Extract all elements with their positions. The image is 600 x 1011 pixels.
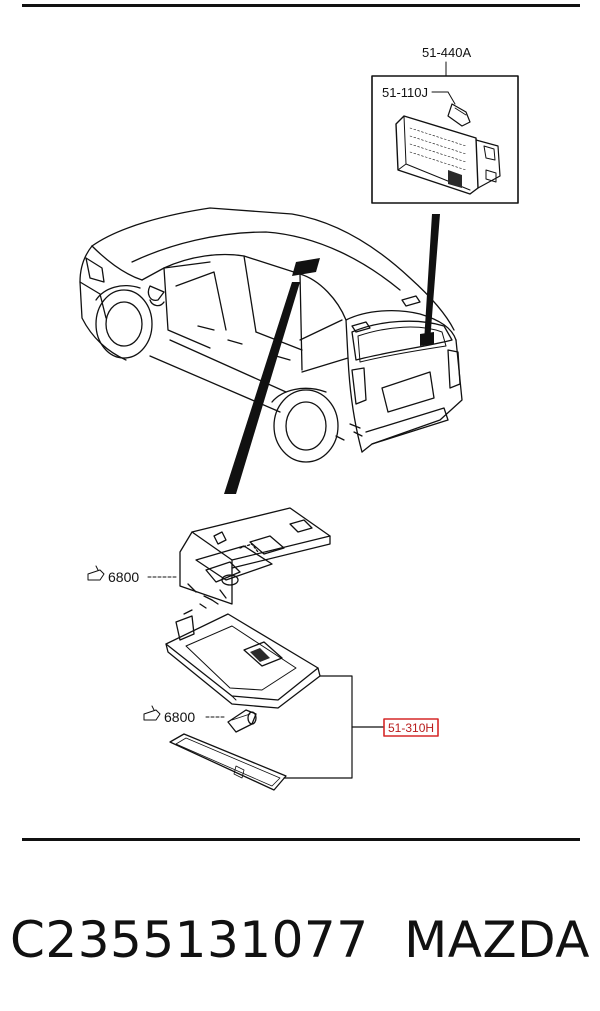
rear-leader-wedge xyxy=(424,214,440,342)
screw-ref-lower-label: 6800 xyxy=(164,709,195,725)
assembly-part-label: 51-310H xyxy=(388,721,434,735)
screw-ref-upper-label: 6800 xyxy=(108,569,139,585)
front-lamp-location-marker xyxy=(292,258,320,276)
map-lamp-lens xyxy=(169,733,287,791)
rear-lamp-location-marker xyxy=(420,332,434,346)
map-lamp-housing xyxy=(165,609,321,709)
rear-lamp-housing xyxy=(395,115,501,195)
bottom-rule xyxy=(22,838,580,841)
roof-bracket xyxy=(179,507,331,609)
front-leader-wedge xyxy=(224,282,300,494)
inset-part-label: 51-440A xyxy=(422,45,471,60)
assembly-bracket xyxy=(283,675,439,779)
top-rule xyxy=(22,4,580,7)
screw-ref-upper xyxy=(87,565,177,581)
hand-pointer-icon xyxy=(87,569,105,581)
map-lamp-bulb xyxy=(227,709,257,733)
parts-diagram: 51-440A 51-110J xyxy=(79,45,519,791)
brand-name: MAZDA xyxy=(404,911,590,969)
part-number: C2355131077 xyxy=(10,911,369,969)
footer-bar: C2355131077 MAZDA xyxy=(0,890,600,990)
vehicle-outline xyxy=(79,207,463,463)
assembly-part-highlight xyxy=(383,718,439,737)
bulb-label: 51-110J xyxy=(382,85,428,100)
wedge-bulb xyxy=(431,91,471,127)
inset-box xyxy=(371,61,519,204)
screw-ref-lower xyxy=(143,705,227,721)
hand-pointer-icon xyxy=(143,709,161,721)
